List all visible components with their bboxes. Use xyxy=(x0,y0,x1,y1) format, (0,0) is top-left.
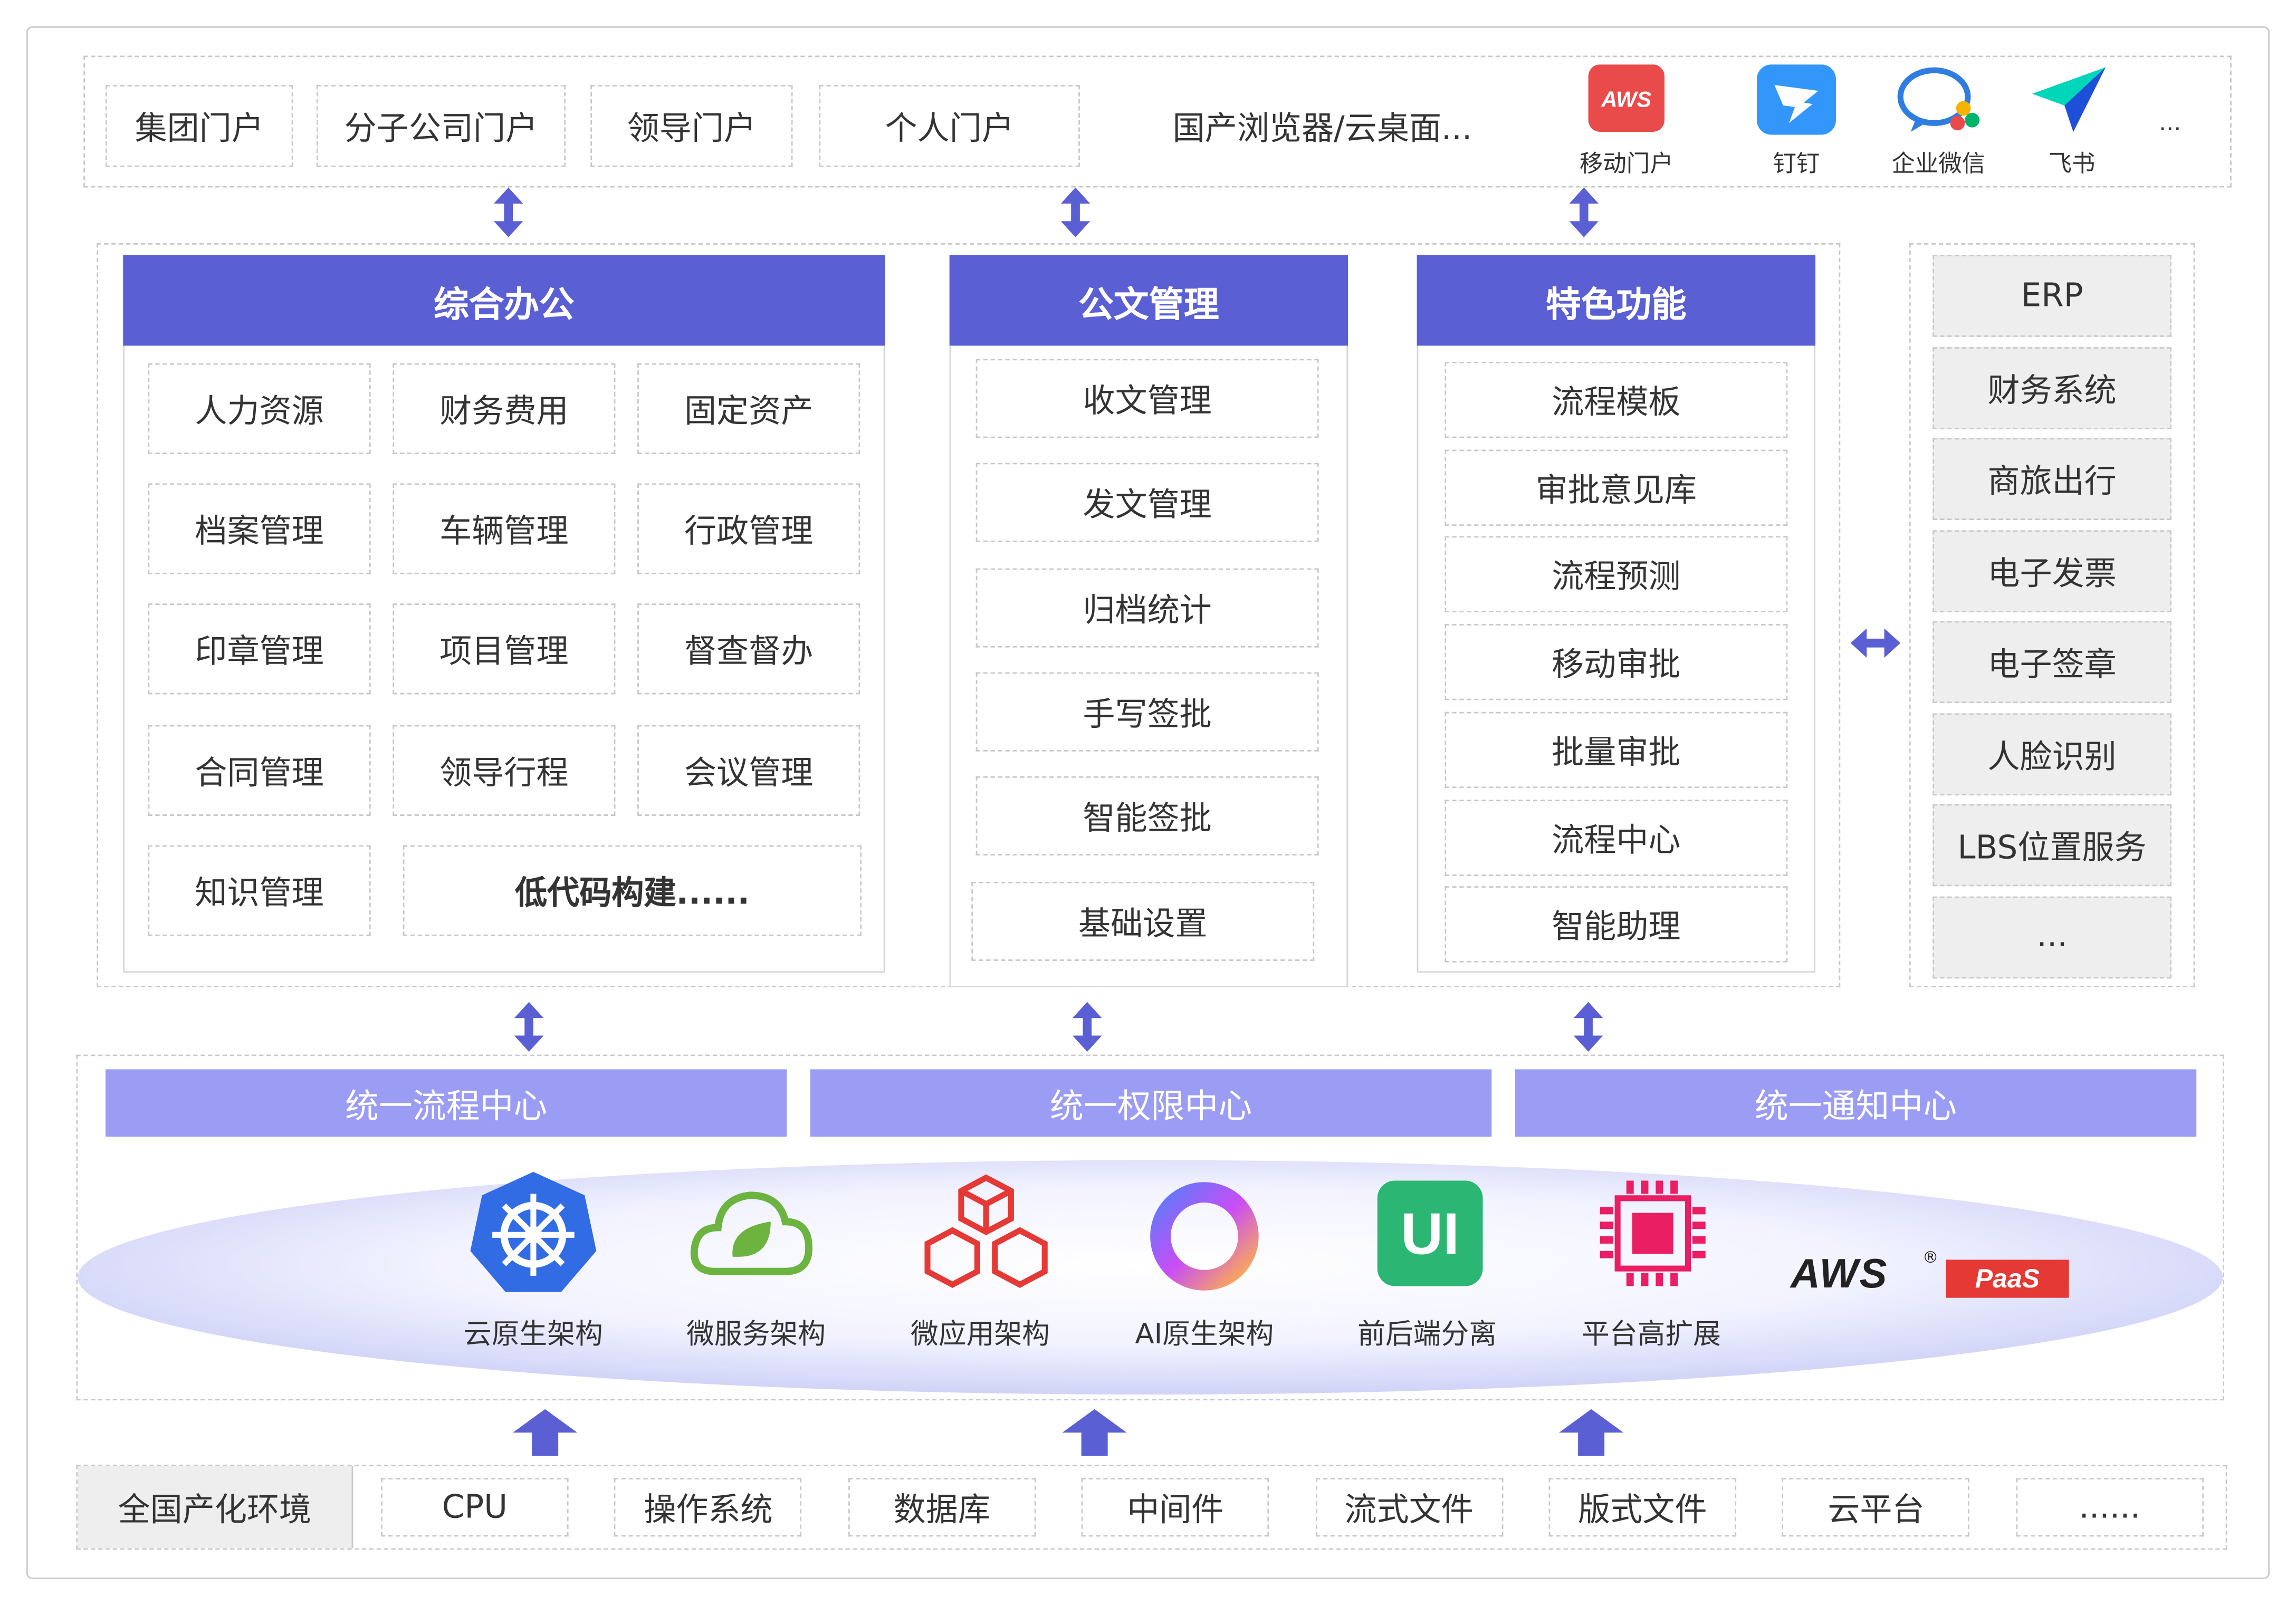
office-item: 行政管理 xyxy=(637,483,860,574)
paas-badge: PaaS xyxy=(1946,1259,2069,1298)
environment-item: 流式文件 xyxy=(1315,1478,1503,1537)
up-down-arrow-icon xyxy=(1060,187,1090,237)
portal-row xyxy=(83,55,2232,188)
docs-item: 手写签批 xyxy=(975,672,1319,752)
office-header: 综合办公 xyxy=(123,255,885,346)
office-item: 人力资源 xyxy=(148,363,371,454)
feature-item: 流程中心 xyxy=(1444,799,1788,876)
feature-item: 流程模板 xyxy=(1444,361,1788,438)
kubernetes-icon xyxy=(470,1171,597,1292)
integration-item: 人脸识别 xyxy=(1933,713,2171,795)
portal-group: 集团门户 xyxy=(105,85,293,167)
integrations-region xyxy=(1909,243,2195,987)
up-down-arrow-icon xyxy=(1573,1002,1603,1052)
wecom-label: 企业微信 xyxy=(1891,149,1986,178)
office-item: 档案管理 xyxy=(148,483,371,574)
integration-item: ... xyxy=(1933,896,2171,978)
integration-item: ERP xyxy=(1933,255,2171,337)
arch-ai-native: AI原生架构 xyxy=(1135,1318,1274,1351)
aws-mobile-icon-text: AWS xyxy=(1601,87,1651,112)
environment-item: CPU xyxy=(381,1478,569,1537)
left-right-arrow-icon xyxy=(1850,628,1901,658)
ui-separation-icon: UI xyxy=(1377,1180,1483,1286)
feishu-label: 飞书 xyxy=(2048,149,2096,178)
portal-leader: 领导门户 xyxy=(590,85,793,167)
feature-item: 移动审批 xyxy=(1444,624,1788,700)
environment-label: 全国产化环境 xyxy=(78,1466,353,1549)
chip-extension-icon xyxy=(1600,1180,1706,1286)
aws-paas-logo: AWS ® PaaS xyxy=(1791,1248,2083,1306)
mobile-portal-label: 移动门户 xyxy=(1579,149,1673,178)
center-notification: 统一通知中心 xyxy=(1515,1069,2197,1137)
environment-item: 数据库 xyxy=(848,1478,1036,1537)
ai-native-icon xyxy=(1150,1182,1259,1291)
office-item: 印章管理 xyxy=(148,603,371,695)
docs-item: 智能签批 xyxy=(975,776,1319,855)
arch-extension: 平台高扩展 xyxy=(1582,1318,1721,1351)
center-permission: 统一权限中心 xyxy=(810,1069,1492,1137)
spring-cloud-icon xyxy=(690,1191,813,1275)
integration-item: 电子签章 xyxy=(1933,621,2171,704)
portal-subsidiary: 分子公司门户 xyxy=(316,85,566,167)
platform-region xyxy=(76,1054,2224,1401)
environment-item: 操作系统 xyxy=(614,1478,802,1537)
browser-desktop-label: 国产浏览器/云桌面... xyxy=(1172,111,1472,148)
environment-item: 版式文件 xyxy=(1548,1478,1737,1537)
office-item: 车辆管理 xyxy=(393,483,616,574)
environment-row xyxy=(76,1465,2227,1550)
docs-header: 公文管理 xyxy=(949,255,1348,346)
integration-item: 商旅出行 xyxy=(1933,438,2171,520)
docs-item: 基础设置 xyxy=(971,881,1315,961)
dingtalk-label: 钉钉 xyxy=(1773,149,1820,178)
up-down-arrow-icon xyxy=(493,187,523,237)
docs-item: 发文管理 xyxy=(975,463,1319,542)
aws-logo-text: AWS xyxy=(1790,1251,1889,1296)
office-item: 项目管理 xyxy=(393,603,616,695)
docs-item: 收文管理 xyxy=(975,359,1319,438)
integration-item: LBS位置服务 xyxy=(1933,804,2171,887)
arch-cloud-native: 云原生架构 xyxy=(463,1318,603,1351)
feishu-icon xyxy=(2030,64,2112,134)
center-process: 统一流程中心 xyxy=(105,1069,787,1137)
up-down-arrow-icon xyxy=(1569,187,1599,237)
office-item: 财务费用 xyxy=(393,363,616,454)
integration-item: 财务系统 xyxy=(1933,346,2171,429)
ui-icon-text: UI xyxy=(1401,1200,1459,1266)
feature-item: 智能助理 xyxy=(1444,886,1788,963)
docs-item: 归档统计 xyxy=(975,568,1319,648)
office-item: 督查督办 xyxy=(637,603,860,695)
office-item: 领导行程 xyxy=(393,725,616,816)
feature-item: 审批意见库 xyxy=(1444,449,1788,526)
office-item: 知识管理 xyxy=(148,845,371,936)
up-down-arrow-icon xyxy=(514,1002,544,1052)
integration-item: 电子发票 xyxy=(1933,529,2171,612)
wecom-icon xyxy=(1893,64,1984,138)
office-item: 固定资产 xyxy=(637,363,860,454)
arch-microservice: 微服务架构 xyxy=(686,1318,826,1351)
arch-frontend-backend: 前后端分离 xyxy=(1357,1318,1497,1351)
up-down-arrow-icon xyxy=(1072,1002,1102,1052)
aws-mobile-icon: AWS xyxy=(1582,64,1670,132)
portal-personal: 个人门户 xyxy=(819,85,1080,167)
dingtalk-icon xyxy=(1754,64,1839,135)
office-item: 合同管理 xyxy=(148,725,371,816)
environment-item: ...... xyxy=(2016,1478,2204,1537)
up-arrow-icon xyxy=(513,1409,578,1456)
registered-mark: ® xyxy=(1922,1248,1939,1267)
environment-item: 云平台 xyxy=(1782,1478,1970,1537)
arch-micro-app: 微应用架构 xyxy=(911,1318,1050,1351)
up-arrow-icon xyxy=(1062,1409,1127,1456)
office-item: 会议管理 xyxy=(637,725,860,816)
feature-item: 流程预测 xyxy=(1444,536,1788,613)
office-lowcode: 低代码构建...... xyxy=(403,845,862,936)
more-apps: ... xyxy=(2158,108,2182,137)
up-arrow-icon xyxy=(1559,1409,1624,1456)
micro-app-icon xyxy=(924,1174,1048,1288)
feature-item: 批量审批 xyxy=(1444,711,1788,788)
environment-item: 中间件 xyxy=(1082,1478,1269,1537)
features-header: 特色功能 xyxy=(1417,255,1816,346)
